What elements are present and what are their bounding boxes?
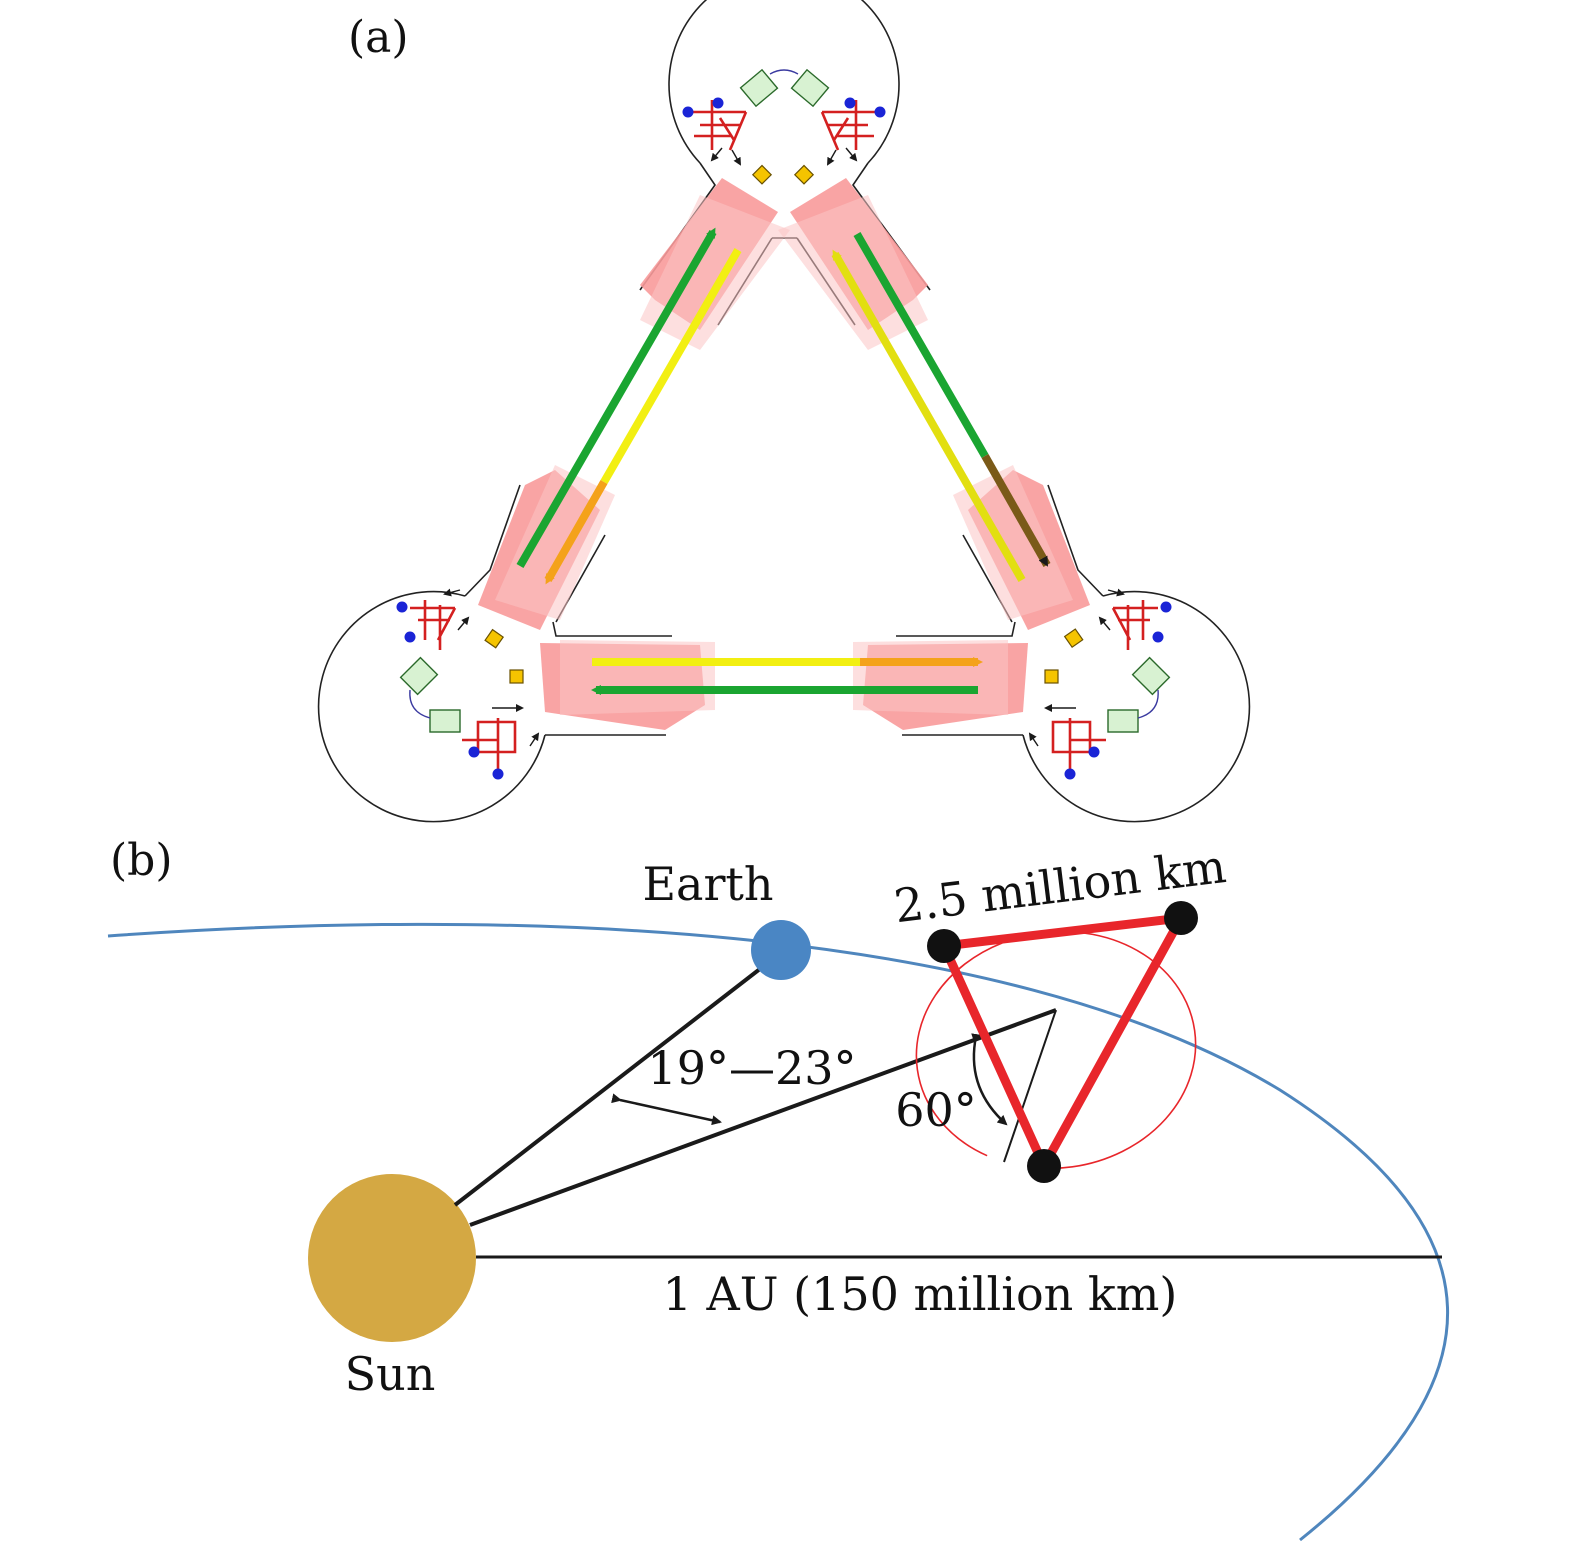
constellation-normal-line bbox=[1003, 1009, 1057, 1163]
detector bbox=[396, 601, 408, 613]
telescope-left-top-halo bbox=[495, 465, 615, 620]
internal-beam-arrows bbox=[443, 147, 1125, 747]
detector bbox=[1160, 601, 1172, 613]
inner-triangle-edges bbox=[555, 237, 1013, 623]
telescope-right-top-halo bbox=[953, 465, 1073, 620]
test-mass-right-top bbox=[1063, 628, 1084, 649]
test-mass-right-bottom bbox=[1044, 669, 1059, 684]
bench-right-bottom bbox=[1051, 718, 1106, 772]
spacecraft-1 bbox=[927, 929, 961, 963]
detector bbox=[712, 97, 724, 109]
constellation-triangle bbox=[939, 913, 1186, 1171]
detector bbox=[844, 97, 856, 109]
detector bbox=[1088, 746, 1100, 758]
bench-top-right bbox=[820, 100, 880, 151]
test-mass-left-top bbox=[484, 628, 505, 649]
spacecraft-left-outline bbox=[317, 484, 672, 823]
bench-top-left bbox=[688, 100, 748, 151]
detector bbox=[492, 768, 504, 780]
test-mass-top-right bbox=[793, 164, 815, 185]
spacecraft-3 bbox=[1027, 1149, 1061, 1183]
beam-orange-left-arm bbox=[544, 480, 608, 585]
trail-angle-arrow bbox=[611, 1093, 722, 1126]
panel-a-label: (a) bbox=[348, 12, 409, 63]
earth-orbit bbox=[107, 922, 1449, 1542]
optical-benches bbox=[410, 100, 1158, 772]
detector bbox=[1064, 768, 1076, 780]
telescope-left-bottom-halo bbox=[560, 640, 715, 715]
constellation-circle bbox=[915, 930, 1197, 1170]
detector bbox=[1152, 631, 1164, 643]
telescope-top-left-halo bbox=[640, 195, 790, 350]
earth-label: Earth bbox=[642, 857, 773, 911]
laser-sources bbox=[399, 68, 1171, 733]
detector bbox=[874, 106, 886, 118]
laser-box-top-right bbox=[790, 68, 830, 108]
telescope-top-right-halo bbox=[778, 195, 928, 350]
sun bbox=[308, 1174, 476, 1342]
panel-a-constellation-schematic: (a) bbox=[317, 0, 1251, 823]
panel-b-orbit-schematic: (b) Sun 1 AU (150 million km) 19°—23° Ea… bbox=[107, 835, 1449, 1542]
tilt-angle-label: 60° bbox=[895, 1083, 977, 1137]
au-distance-label: 1 AU (150 million km) bbox=[663, 1267, 1178, 1321]
test-mass-top-left bbox=[751, 164, 773, 185]
test-masses bbox=[484, 164, 1084, 684]
detector bbox=[682, 106, 694, 118]
fiber-links bbox=[409, 69, 1159, 719]
beam-yellow-left-arm bbox=[600, 247, 742, 485]
detector bbox=[404, 631, 416, 643]
detector bbox=[468, 746, 480, 758]
telescope-right-bottom-halo bbox=[853, 640, 1008, 715]
bench-right-top bbox=[1111, 600, 1158, 650]
laser-box-left-top bbox=[399, 656, 439, 696]
earth bbox=[751, 920, 811, 980]
spacecraft-2 bbox=[1164, 901, 1198, 935]
laser-box-right-top bbox=[1131, 656, 1171, 696]
sun-earth-line bbox=[453, 963, 767, 1207]
arm-top bbox=[939, 913, 1186, 951]
beam-green-right-arm bbox=[853, 232, 989, 458]
laser-box-left-bottom bbox=[429, 709, 461, 733]
test-mass-left-bottom bbox=[509, 669, 524, 684]
laser-box-top-left bbox=[739, 68, 779, 108]
arm-right bbox=[1039, 913, 1186, 1171]
sun-constellation-line bbox=[469, 1008, 1057, 1227]
spacecraft-nodes bbox=[927, 901, 1198, 1183]
telescopes bbox=[478, 178, 1090, 730]
panel-b-label: (b) bbox=[110, 835, 173, 886]
spacecraft-right-outline bbox=[896, 484, 1251, 823]
laser-box-right-bottom bbox=[1107, 709, 1139, 733]
bench-left-top bbox=[410, 600, 457, 650]
bench-left-bottom bbox=[462, 718, 517, 772]
tilt-angle-arrow bbox=[971, 1033, 1008, 1126]
beam-green-left-arm bbox=[516, 227, 717, 569]
laser-beams bbox=[516, 227, 1051, 695]
trail-angle-label: 19°—23° bbox=[647, 1041, 856, 1095]
sun-label: Sun bbox=[345, 1347, 436, 1401]
arm-left bbox=[939, 941, 1049, 1171]
beam-brown-right-arm bbox=[981, 454, 1051, 567]
photodetectors bbox=[396, 97, 1172, 780]
beam-yellow-right-arm bbox=[831, 249, 1026, 582]
